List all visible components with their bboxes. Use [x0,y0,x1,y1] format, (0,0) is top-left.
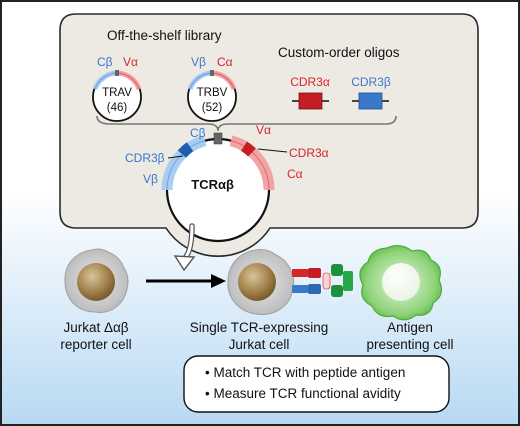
trbv-count: (52) [202,102,223,114]
trav-name: TRAV [102,87,132,99]
assembly-brace [96,115,397,132]
single-tcr-label-1: Single TCR-expressing [190,320,329,335]
jurkat-label-1: Jurkat Δαβ [63,320,128,335]
trav-plasmid [92,70,142,122]
label-c-beta: Cβ [190,126,206,140]
cdr3-beta-oligo-label: CDR3β [351,75,391,89]
oligos-title: Custom-order oligos [278,45,400,60]
trav-count: (46) [107,102,128,114]
plasmid-center-label: TCR [191,177,218,192]
apc-label-2: presenting cell [366,337,453,352]
trbv-right-label: Cα [217,55,233,69]
cdr3-beta-pointer [167,155,184,159]
single-tcr-jurkat-cell [227,249,295,315]
cdr3-alpha-oligo [292,92,329,110]
jurkat-reporter-cell [64,248,129,313]
trav-right-label: Vα [123,55,138,69]
label-cdr3-beta: CDR3β [125,151,165,165]
outcome-avidity: • Measure TCR functional avidity [205,386,401,401]
outcomes-box [183,355,450,413]
label-v-alpha: Vα [256,123,271,137]
library-panel [59,13,479,257]
cdr3-beta-oligo [352,92,389,110]
library-title: Off-the-shelf library [107,28,222,43]
trav-left-label: Cβ [97,55,113,69]
trbv-name: TRBV [197,87,228,99]
plasmid-center-sublabel: αβ [218,177,234,192]
transduction-arrow [173,223,196,272]
tcr-receptor [292,268,321,294]
cdr3-alpha-oligo-label: CDR3α [290,75,330,89]
cdr3-alpha-pointer [257,148,288,153]
label-c-alpha: Cα [287,167,303,181]
antigen-presenting-cell [359,245,443,321]
engineering-arrow [146,274,226,288]
jurkat-label-2: reporter cell [60,337,131,352]
tcr-ab-plasmid [161,132,275,243]
label-cdr3-alpha: CDR3α [289,146,329,160]
pmhc-complex [322,264,353,297]
outcome-match: • Match TCR with peptide antigen [205,365,405,380]
apc-label-1: Antigen [387,320,433,335]
label-v-beta: Vβ [143,172,158,186]
single-tcr-label-2: Jurkat cell [229,337,290,352]
trbv-left-label: Vβ [191,55,206,69]
trbv-plasmid [187,70,237,122]
